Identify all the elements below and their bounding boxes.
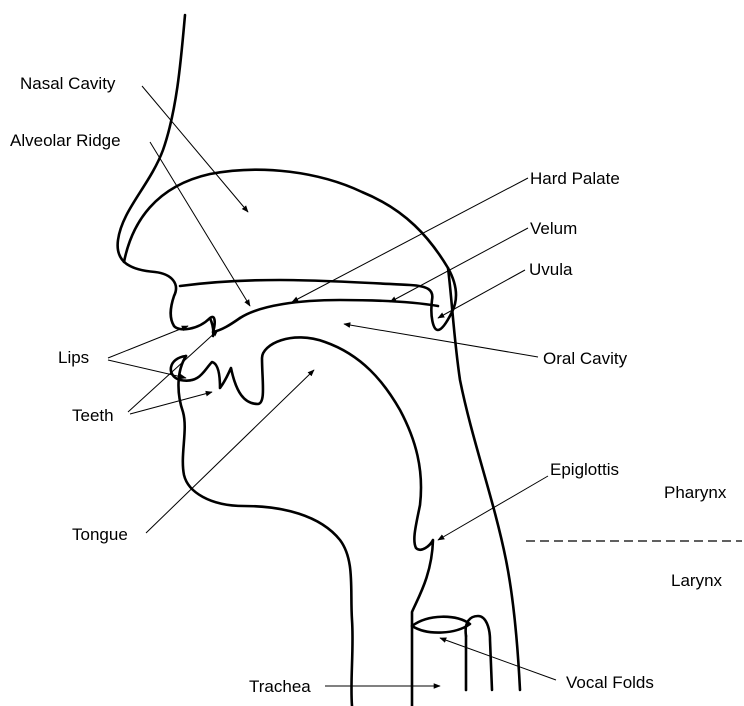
vocal-folds-leader: [440, 638, 556, 680]
label-teeth: Teeth: [72, 406, 114, 425]
label-alveolar-ridge: Alveolar Ridge: [10, 131, 121, 150]
alveolar-ridge-leader: [150, 142, 250, 306]
label-epiglottis: Epiglottis: [550, 460, 619, 479]
label-oral-cavity: Oral Cavity: [543, 349, 628, 368]
face-profile-outline: [118, 15, 433, 706]
tongue-leader: [146, 370, 314, 533]
nasal-cavity-outline: [124, 170, 456, 330]
label-velum: Velum: [530, 219, 577, 238]
label-hard-palate: Hard Palate: [530, 169, 620, 188]
label-nasal-cavity: Nasal Cavity: [20, 74, 116, 93]
nasal-cavity-leader: [142, 86, 248, 212]
hard-palate-velum-outline: [240, 300, 438, 318]
label-pharynx: Pharynx: [664, 483, 727, 502]
hard-palate-leader: [292, 178, 528, 302]
label-larynx: Larynx: [671, 571, 723, 590]
teeth-leader-lower: [130, 392, 212, 414]
lips-leader-upper: [108, 326, 188, 358]
chin-neck-outline: [178, 356, 352, 706]
label-trachea: Trachea: [249, 677, 311, 696]
label-tongue: Tongue: [72, 525, 128, 544]
label-uvula: Uvula: [529, 260, 573, 279]
pharyngeal-wall-outline: [448, 268, 520, 690]
epiglottis-leader: [438, 476, 548, 540]
label-vocal-folds: Vocal Folds: [566, 673, 654, 692]
label-lips: Lips: [58, 348, 89, 367]
